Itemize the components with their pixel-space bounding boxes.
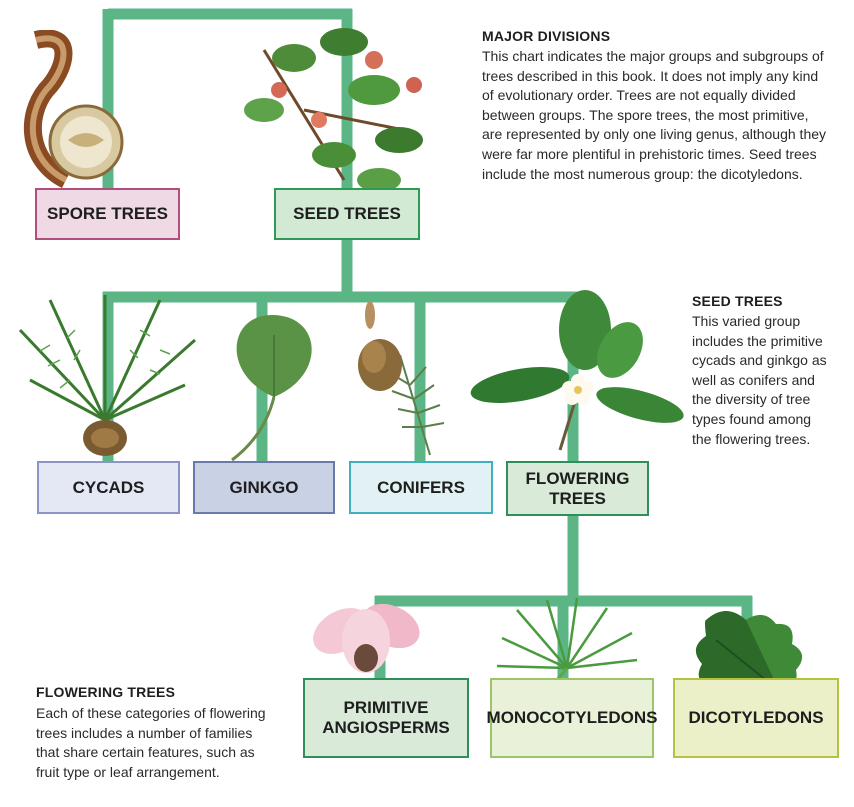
dicotyledons-box: DICOTYLEDONS xyxy=(673,678,839,758)
seed-trees-heading: SEED TREES xyxy=(692,293,783,309)
monocotyledons-box: MONOCOTYLEDONS xyxy=(490,678,654,758)
seed-trees-box: SEED TREES xyxy=(274,188,420,240)
flowering-trees-heading: FLOWERING TREES xyxy=(36,684,175,700)
spore-trees-box: SPORE TREES xyxy=(35,188,180,240)
major-divisions-heading: MAJOR DIVISIONS xyxy=(482,28,610,44)
seed-trees-body: This varied group includes the primitive… xyxy=(692,312,832,449)
cycads-box: CYCADS xyxy=(37,461,180,514)
flowering-trees-box: FLOWERING TREES xyxy=(506,461,649,516)
tree-fern-illustration xyxy=(6,30,126,200)
major-divisions-body: This chart indicates the major groups an… xyxy=(482,47,827,184)
cycad-illustration xyxy=(10,290,200,460)
seed-branch-illustration xyxy=(224,20,444,200)
ginkgo-illustration xyxy=(212,305,332,465)
conifer-illustration xyxy=(340,295,460,465)
ginkgo-box: GINKGO xyxy=(193,461,335,514)
flowering-branch-illustration xyxy=(470,290,690,460)
primitive-angiosperms-box: PRIMITIVE ANGIOSPERMS xyxy=(303,678,469,758)
flowering-trees-body: Each of these categories of flowering tr… xyxy=(36,704,274,782)
conifers-box: CONIFERS xyxy=(349,461,493,514)
